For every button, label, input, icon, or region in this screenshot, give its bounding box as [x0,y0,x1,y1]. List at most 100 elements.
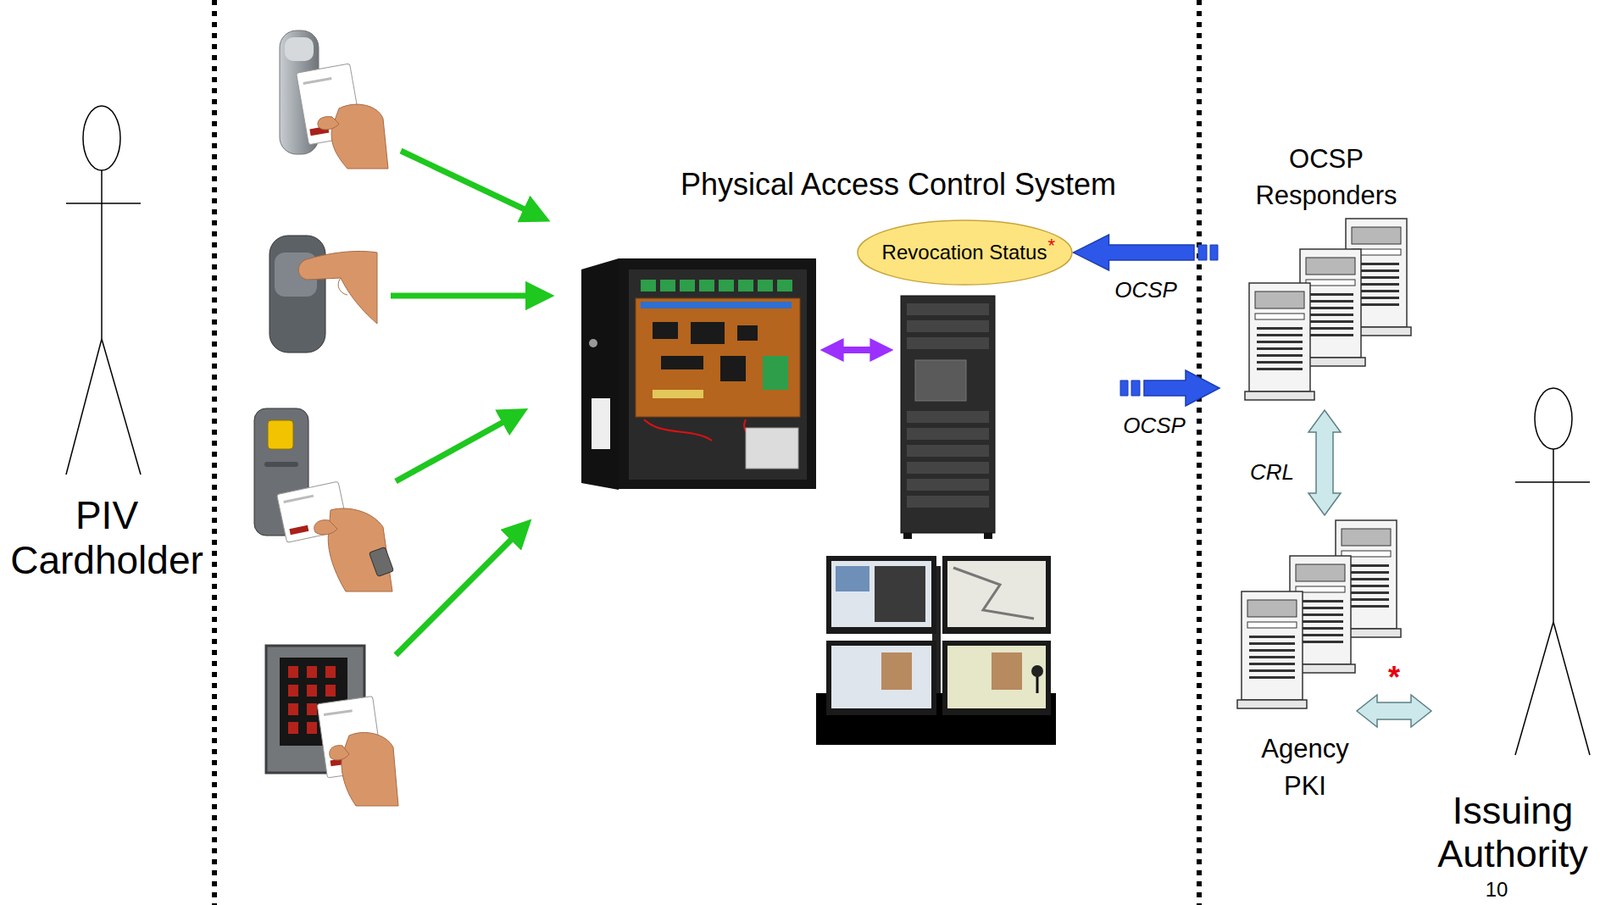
controller-panel [652,389,704,399]
signal-arrow [400,150,543,218]
controller-panel [777,279,793,292]
stick-figure [101,338,141,475]
controller-panel [699,279,715,292]
fingerprint-reader [338,277,348,295]
monitor-console [874,566,926,623]
card-fingerprint-reader [283,494,314,504]
arrow-tail-dots [1198,244,1207,261]
status-ellipse: Revocation Status [855,218,1074,287]
fingerprint-reader [269,235,378,353]
monitor-console [826,640,937,716]
monitor-console [835,566,870,592]
node-text: Agency PKI [1258,730,1352,805]
connector-label: OCSP [1122,414,1186,437]
controller-panel [661,355,704,370]
keypad-reader [288,722,299,734]
stick-figure [66,338,102,475]
system-region: Physical Access Control SystemRevocation… [584,166,1119,751]
controller-panel [757,279,773,292]
block-arrow [1073,234,1195,271]
server-rack [906,495,989,508]
signal-arrow [395,525,526,656]
controller-panel [690,322,725,345]
controller-panel [679,279,695,292]
monitor-console [947,645,1046,709]
server-rack [983,533,993,539]
stick-figure [1515,622,1554,756]
controller-panel [718,279,734,292]
signal-arrow [390,293,546,300]
controller-panel [660,279,676,292]
fingerprint-reader [269,235,326,353]
node-text: PIV Cardholder [6,493,207,584]
monitor-console [947,561,1046,628]
footnote-mark: * [1047,236,1056,256]
controller-panel [635,298,800,417]
controller-panel [640,301,792,309]
node-text: Revocation Status [882,240,1048,266]
card-fingerprint-reader [314,520,338,535]
connector-group [1308,410,1341,516]
monitor-console [1031,665,1044,678]
fingerprint-reader [298,250,378,324]
card-fingerprint-reader [267,420,294,450]
server-rack [906,444,989,457]
arrow-tail-dots [1210,244,1218,261]
controller-panel [591,398,611,450]
card-reader [303,77,333,85]
ellipse-shape [857,220,1073,285]
server-tower [1237,591,1307,709]
controller-panel [738,279,754,292]
server-rack [906,461,989,474]
actor: PIV Cardholder [0,93,214,584]
actor: Issuing Authority [1431,372,1595,877]
network-link [827,346,887,354]
monitor-console [942,640,1051,716]
keypad-reader [306,684,317,697]
keypad-reader [323,709,353,717]
keypad-reader [325,684,336,697]
server-group: Agency PKI [1253,515,1357,805]
node-text: OCSP Responders [1226,140,1427,215]
server-rack [906,411,989,423]
stick-figure [100,170,103,339]
block-arrow [1356,694,1432,728]
node-text: Physical Access Control System [680,166,1117,203]
card-fingerprint-reader [264,461,299,467]
monitor-console [953,567,1034,619]
stick-figure [1515,388,1590,756]
boundary-line [1196,0,1202,905]
stick-figure [83,105,121,171]
monitor-console [826,555,937,634]
controller-panel [737,325,758,341]
connector-label: CRL [1250,461,1295,484]
arrow-tail-dots [1120,380,1128,396]
connector-group [1120,370,1220,406]
server-rack [906,427,989,440]
card-reader [279,30,389,169]
connector-label: OCSP [1114,278,1178,301]
monitor-console [831,561,932,628]
block-arrow [1308,410,1341,516]
monitor-console [816,555,1056,745]
stick-figure [1515,481,1590,484]
card-fingerprint-reader [288,525,309,535]
controller-panel [588,338,598,348]
server-rack [906,320,989,333]
keypad-reader [306,703,317,716]
server-rack [903,533,912,539]
card-fingerprint-reader [254,408,395,592]
keypad-reader [341,732,399,806]
page-number: 10 [1485,879,1509,900]
connector-label: * [1388,662,1400,694]
controller-panel [618,258,817,489]
stick-figure [66,202,141,205]
keypad-reader [288,703,299,716]
node-text: Issuing Authority [1434,788,1591,878]
card-fingerprint-reader [368,546,394,577]
block-arrow [1144,370,1220,406]
server-rack [915,360,967,401]
stick-figure [1553,622,1590,756]
boundary-line [211,0,217,905]
